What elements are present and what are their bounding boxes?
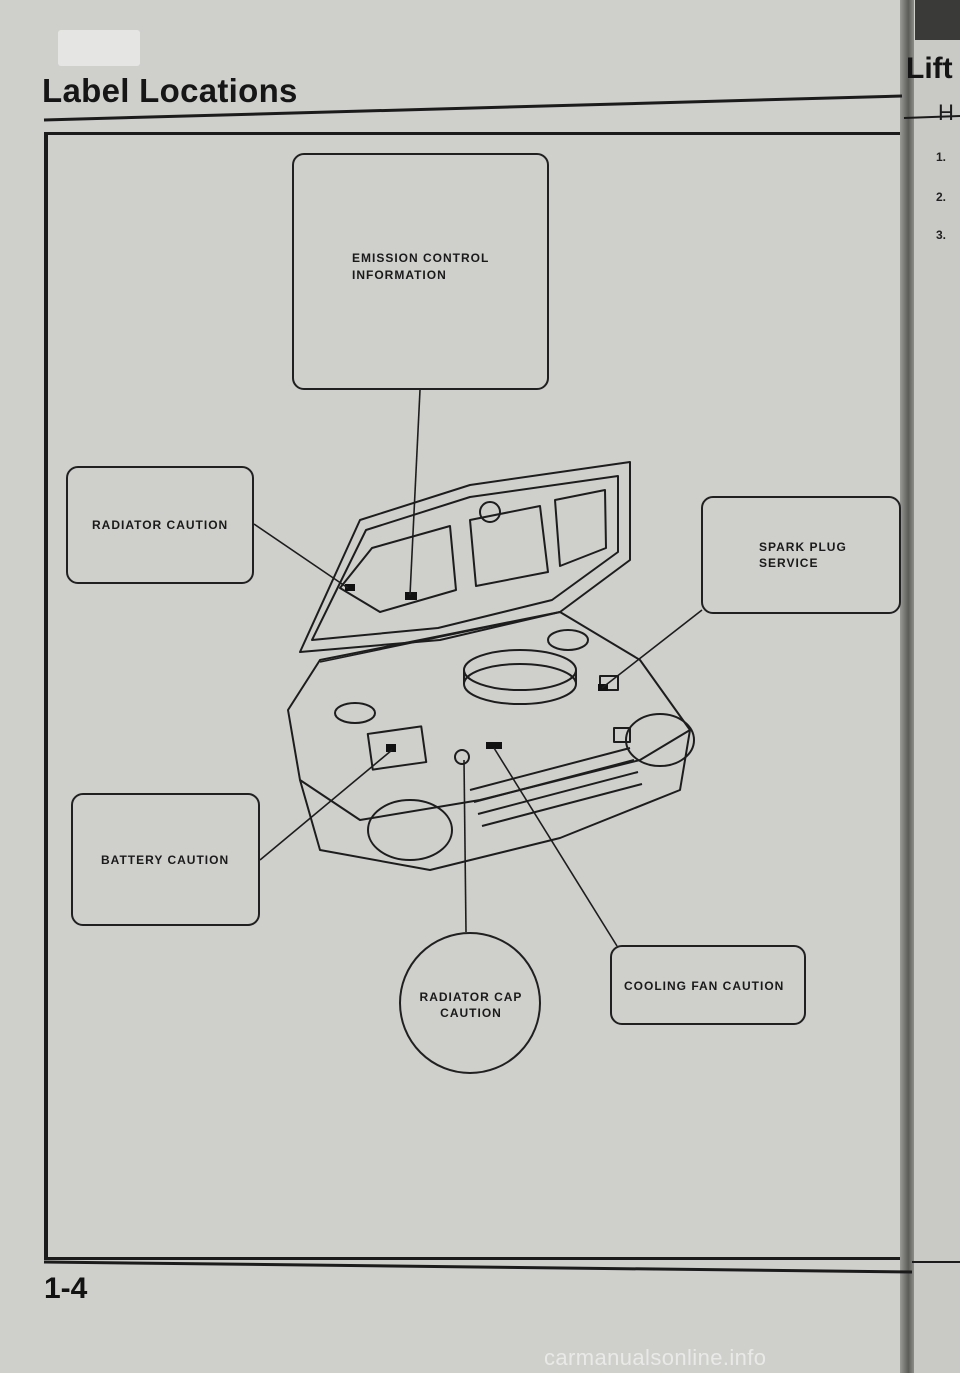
adjacent-step-1: 1.	[936, 150, 947, 164]
adjacent-page-subtitle: H	[938, 100, 954, 125]
car-body-outline	[287, 611, 691, 821]
radiator-caution-callout: RADIATOR CAUTION	[66, 466, 254, 584]
radiator-cap-callout-line-2: CAUTION	[440, 1006, 502, 1020]
cooling-fan-caution-callout: COOLING FAN CAUTION	[610, 945, 806, 1025]
adjacent-step-2: 2.	[936, 190, 947, 204]
radiator-callout-label: RADIATOR CAUTION	[92, 518, 229, 532]
adjacent-page-title: Lift	[906, 52, 953, 85]
spark-callout-line-2: SERVICE	[759, 556, 819, 570]
emission-callout-line-1: EMISSION CONTROL	[352, 251, 490, 265]
emission-control-information-callout: EMISSION CONTROL INFORMATION	[292, 153, 549, 390]
battery-callout-label: BATTERY CAUTION	[101, 853, 230, 867]
page-title: Label Locations	[42, 72, 298, 109]
spark-plug-service-callout: SPARK PLUG SERVICE	[701, 496, 901, 614]
section-tab	[58, 30, 140, 66]
radiator-cap-callout-line-1: RADIATOR CAP	[419, 990, 523, 1004]
battery-caution-callout: BATTERY CAUTION	[71, 793, 260, 926]
page-number: 1-4	[44, 1272, 88, 1305]
diagram-frame	[44, 132, 900, 1260]
adjacent-step-3: 3.	[936, 228, 947, 242]
watermark: carmanualsonline.info	[544, 1345, 767, 1370]
radiator-cap-caution-callout: RADIATOR CAP CAUTION	[399, 932, 541, 1074]
spark-callout-line-1: SPARK PLUG	[759, 540, 847, 554]
book-gutter	[900, 0, 914, 1373]
hood-outline	[299, 461, 631, 653]
emission-callout-line-2: INFORMATION	[352, 268, 447, 282]
cooling-fan-callout-label: COOLING FAN CAUTION	[624, 979, 785, 993]
